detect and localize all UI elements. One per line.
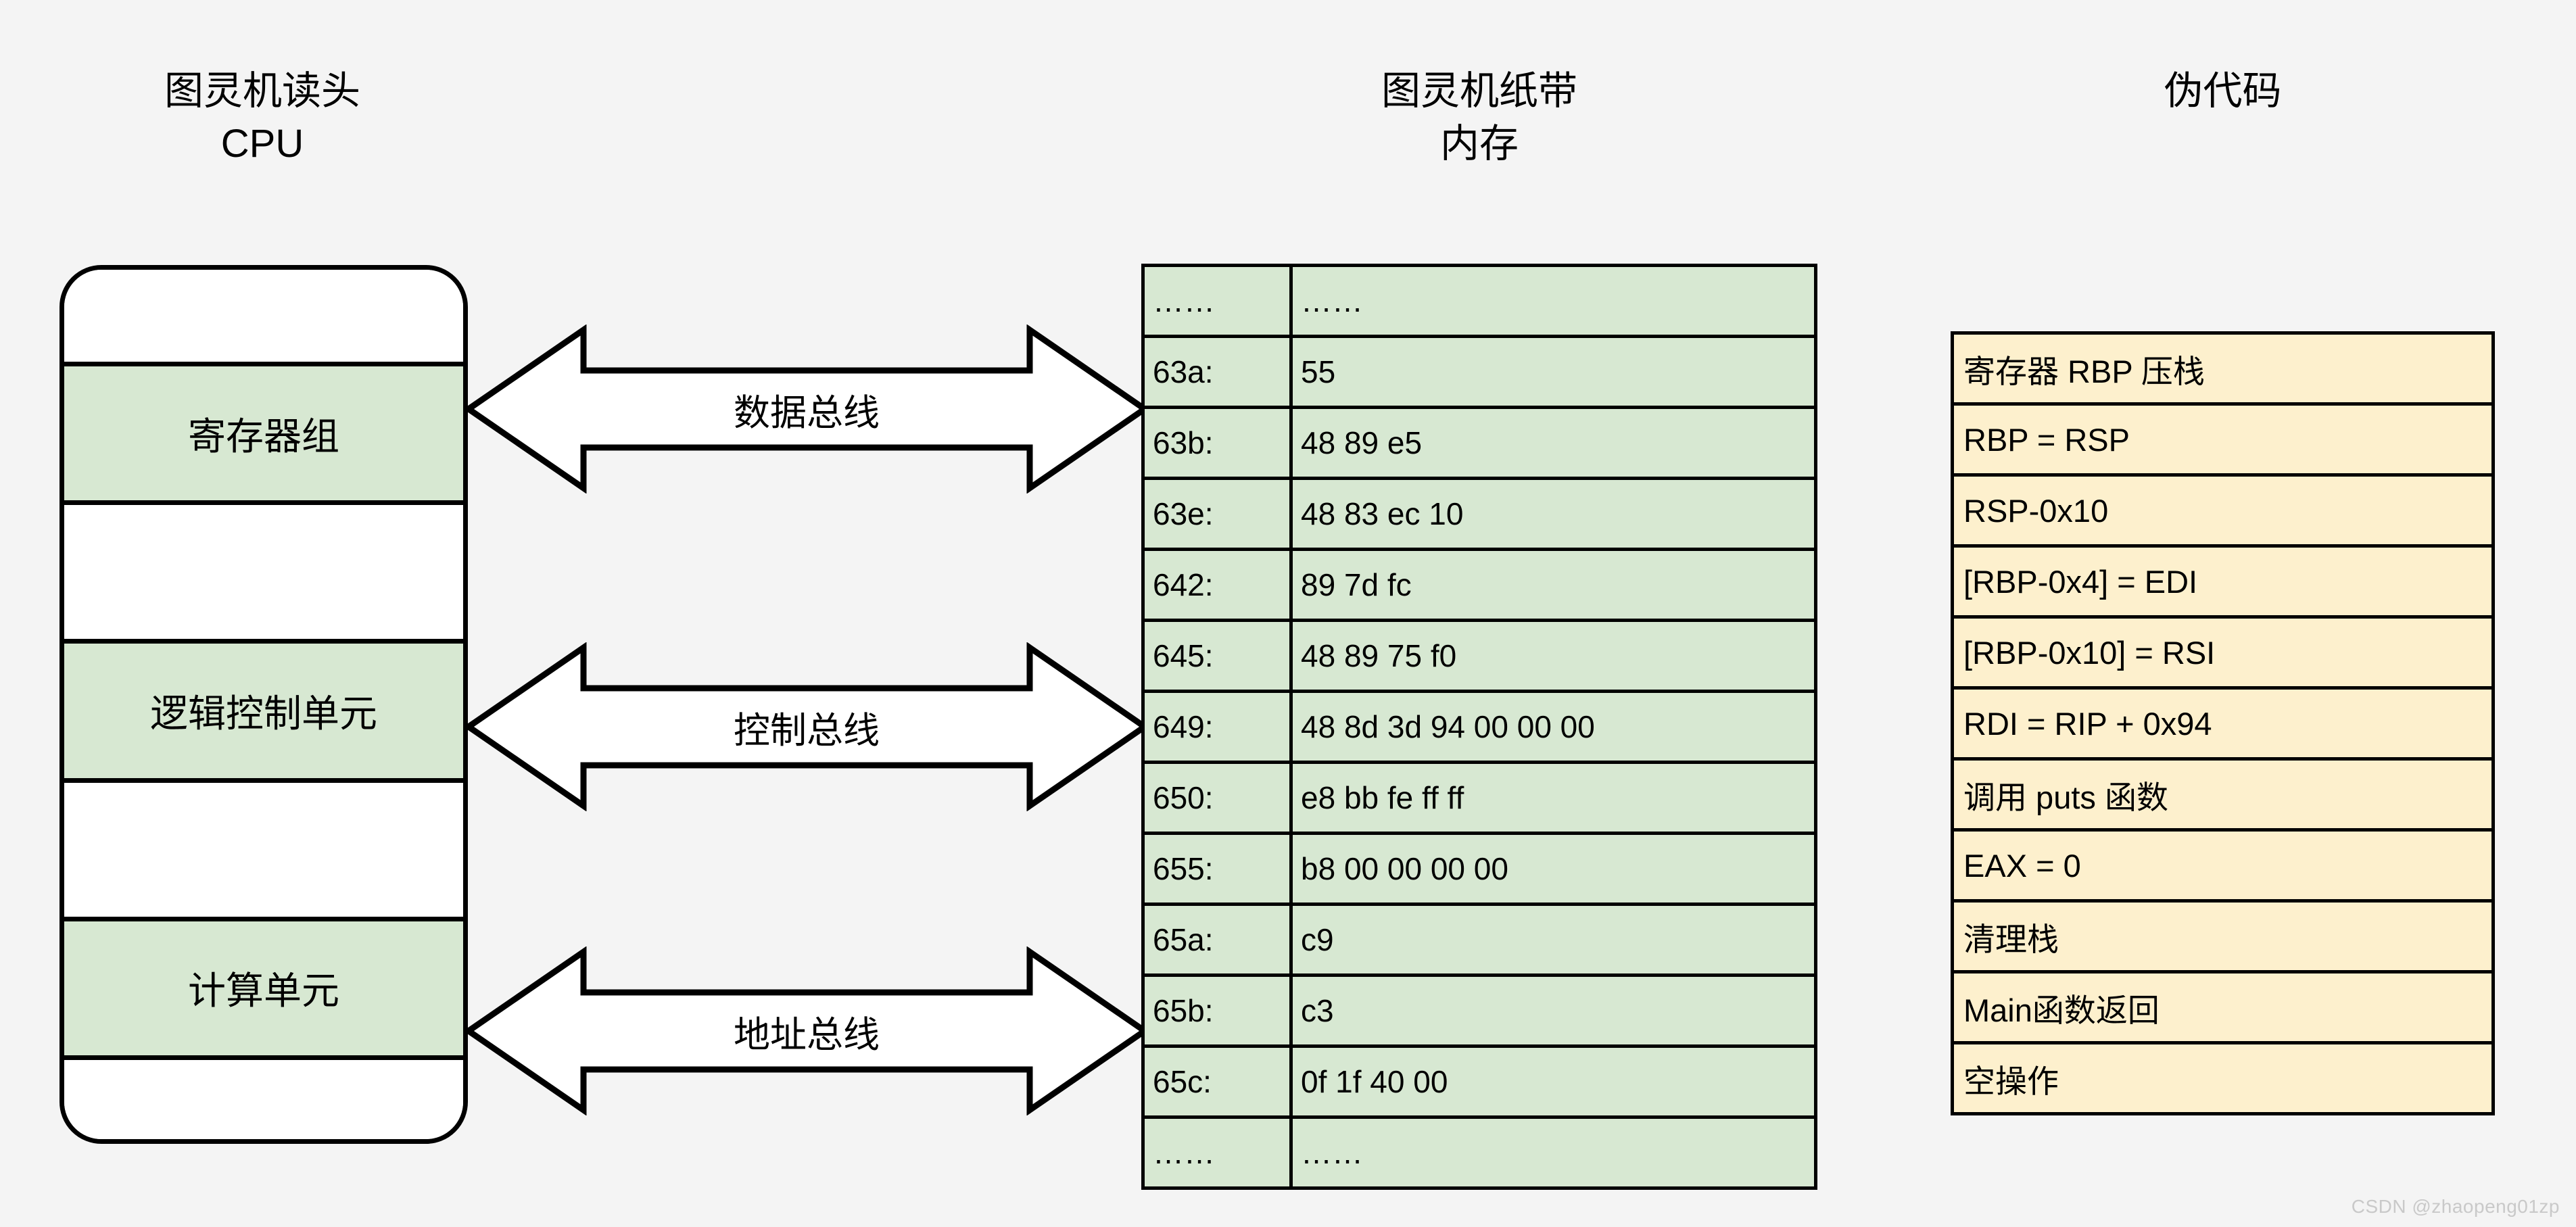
data-bus-arrow: 数据总线 (465, 324, 1148, 494)
memory-address-cell: 63e: (1141, 477, 1293, 551)
memory-bytes-cell: 48 8d 3d 94 00 00 00 (1289, 690, 1817, 764)
memory-row: 649:48 8d 3d 94 00 00 00 (1141, 690, 1817, 764)
pseudocode-cell: RBP = RSP (1951, 402, 2495, 477)
pseudocode-row: 清理栈 (1951, 899, 2495, 973)
cpu-band-spacer-6 (64, 1055, 463, 1139)
cpu-band-label: 计算单元 (188, 969, 339, 1013)
memory-address-cell: 649: (1141, 690, 1293, 764)
memory-title-line2: 内存 (1439, 122, 1519, 166)
cpu-band-spacer-2 (64, 500, 463, 640)
memory-bytes-cell: c3 (1289, 973, 1817, 1048)
pseudocode-row: Main函数返回 (1951, 970, 2495, 1044)
cpu-band-spacer-0 (64, 270, 463, 362)
pseudocode-cell: 清理栈 (1951, 899, 2495, 973)
memory-title-line1: 图灵机纸带 (1381, 69, 1577, 113)
memory-bytes-cell: e8 bb fe ff ff (1289, 761, 1817, 835)
memory-row: ………… (1141, 1115, 1817, 1190)
memory-address-cell: 65c: (1141, 1044, 1293, 1119)
memory-bytes-cell: 55 (1289, 335, 1817, 409)
double-arrow-icon (465, 642, 1148, 811)
pseudocode-cell: Main函数返回 (1951, 970, 2495, 1044)
pseudocode-cell: [RBP-0x4] = EDI (1951, 544, 2495, 619)
pseudocode-cell: EAX = 0 (1951, 828, 2495, 903)
cpu-title-line2: CPU (220, 122, 304, 166)
cpu-column-title: 图灵机读头 CPU (59, 65, 465, 171)
memory-bytes-cell: 48 89 75 f0 (1289, 619, 1817, 693)
pseudocode-cell: RSP-0x10 (1951, 473, 2495, 548)
pseudocode-row: RDI = RIP + 0x94 (1951, 686, 2495, 761)
memory-row: 65b:c3 (1141, 973, 1817, 1048)
memory-bytes-cell: b8 00 00 00 00 (1289, 832, 1817, 906)
memory-bytes-cell: 48 83 ec 10 (1289, 477, 1817, 551)
memory-column-title: 图灵机纸带 内存 (1141, 65, 1817, 171)
memory-row: 65a:c9 (1141, 903, 1817, 977)
memory-row: 645:48 89 75 f0 (1141, 619, 1817, 693)
memory-row: 63e:48 83 ec 10 (1141, 477, 1817, 551)
cpu-band-spacer-4 (64, 777, 463, 917)
pseudocode-cell: 调用 puts 函数 (1951, 757, 2495, 832)
memory-address-cell: 642: (1141, 548, 1293, 622)
memory-bytes-cell: 48 89 e5 (1289, 406, 1817, 480)
memory-bytes-cell: 89 7d fc (1289, 548, 1817, 622)
cpu-module: 寄存器组逻辑控制单元计算单元 (59, 265, 468, 1144)
memory-bytes-cell: …… (1289, 1115, 1817, 1190)
watermark: CSDN @zhaopeng01zp (2351, 1196, 2560, 1217)
pseudocode-row: 寄存器 RBP 压栈 (1951, 331, 2495, 406)
cpu-band-1: 寄存器组 (64, 361, 463, 501)
cpu-band-label: 逻辑控制单元 (150, 692, 377, 735)
control-bus-arrow: 控制总线 (465, 642, 1148, 811)
memory-address-cell: …… (1141, 1115, 1293, 1190)
memory-bytes-cell: c9 (1289, 903, 1817, 977)
memory-row: 642:89 7d fc (1141, 548, 1817, 622)
memory-address-cell: 63a: (1141, 335, 1293, 409)
pseudocode-title-line1: 伪代码 (2164, 69, 2282, 113)
cpu-band-label: 寄存器组 (188, 414, 339, 458)
pseudocode-cell: 寄存器 RBP 压栈 (1951, 331, 2495, 406)
memory-row: 650:e8 bb fe ff ff (1141, 761, 1817, 835)
memory-address-cell: 650: (1141, 761, 1293, 835)
memory-address-cell: 65a: (1141, 903, 1293, 977)
memory-row: ………… (1141, 264, 1817, 338)
memory-row: 65c:0f 1f 40 00 (1141, 1044, 1817, 1119)
memory-address-cell: …… (1141, 264, 1293, 338)
pseudocode-row: RSP-0x10 (1951, 473, 2495, 548)
pseudocode-row: [RBP-0x4] = EDI (1951, 544, 2495, 619)
double-arrow-icon (465, 324, 1148, 494)
memory-row: 655:b8 00 00 00 00 (1141, 832, 1817, 906)
pseudocode-cell: RDI = RIP + 0x94 (1951, 686, 2495, 761)
pseudocode-cell: 空操作 (1951, 1041, 2495, 1115)
pseudocode-row: RBP = RSP (1951, 402, 2495, 477)
pseudocode-cell: [RBP-0x10] = RSI (1951, 615, 2495, 690)
pseudocode-row: [RBP-0x10] = RSI (1951, 615, 2495, 690)
pseudocode-row: EAX = 0 (1951, 828, 2495, 903)
pseudocode-row: 空操作 (1951, 1041, 2495, 1115)
memory-row: 63b:48 89 e5 (1141, 406, 1817, 480)
cpu-band-5: 计算单元 (64, 916, 463, 1055)
address-bus-arrow: 地址总线 (465, 946, 1148, 1115)
pseudocode-row: 调用 puts 函数 (1951, 757, 2495, 832)
memory-address-cell: 65b: (1141, 973, 1293, 1048)
memory-row: 63a:55 (1141, 335, 1817, 409)
memory-address-cell: 655: (1141, 832, 1293, 906)
memory-address-cell: 645: (1141, 619, 1293, 693)
memory-bytes-cell: …… (1289, 264, 1817, 338)
cpu-title-line1: 图灵机读头 (164, 69, 360, 113)
pseudocode-column-title: 伪代码 (1951, 65, 2495, 118)
memory-bytes-cell: 0f 1f 40 00 (1289, 1044, 1817, 1119)
memory-address-cell: 63b: (1141, 406, 1293, 480)
cpu-band-3: 逻辑控制单元 (64, 639, 463, 778)
double-arrow-icon (465, 946, 1148, 1115)
